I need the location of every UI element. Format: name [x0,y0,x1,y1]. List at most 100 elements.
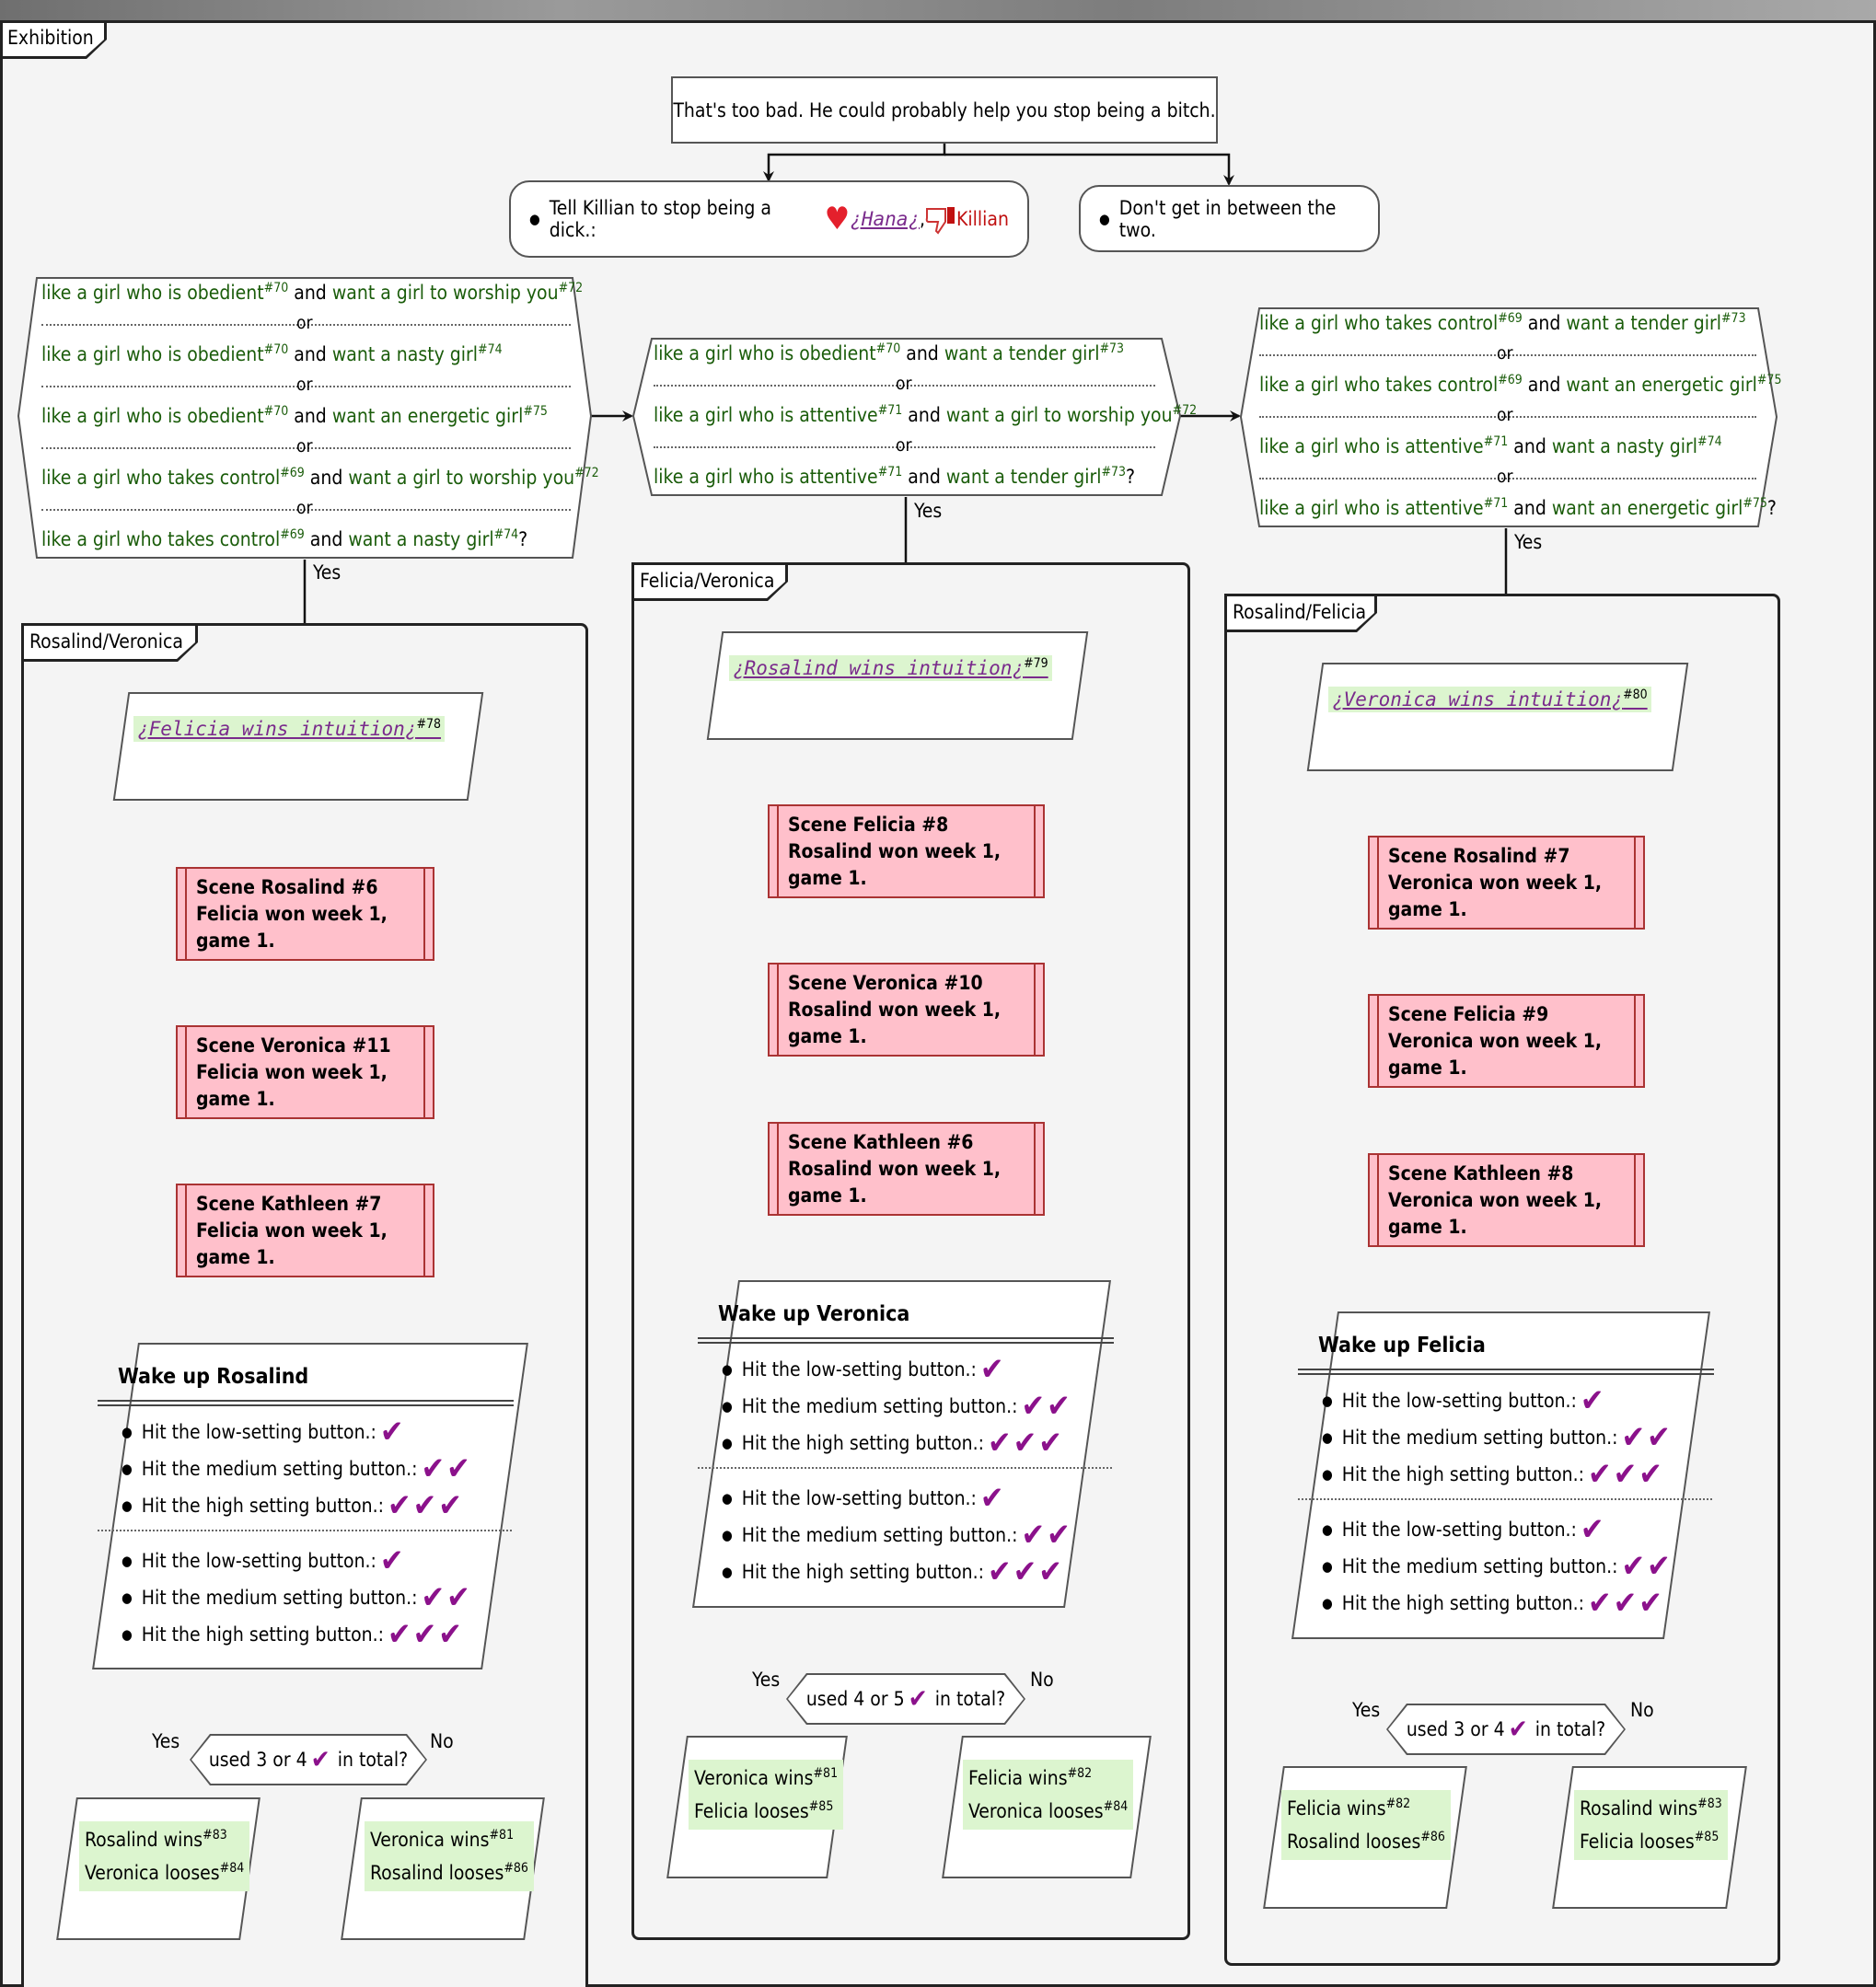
checkmark-icon: ✔✔✔ [988,1554,1064,1590]
checkmark-icon: ✔ [908,1683,930,1714]
yes-label: Yes [313,561,342,583]
checkmark-icon: ✔✔ [1021,1388,1072,1425]
button-line: Hit the low-setting button.:✔ [1322,1511,1606,1548]
choice-stop-killian[interactable]: Tell Killian to stop being a dick.: ♥ ¿H… [509,180,1029,258]
checkmark-icon: ✔✔✔ [1588,1585,1664,1622]
condition-line: like a girl who takes control#69 and wan… [41,527,528,550]
yes-label: Yes [914,500,943,522]
checkmark-icon: ✔✔✔ [388,1616,464,1653]
checkmark-icon: ✔✔✔ [1588,1456,1664,1493]
killian-label: Killian [956,208,1009,230]
intuition-box-left [112,692,484,801]
group-frame-mid [631,562,1190,1940]
bullet-icon [1099,208,1119,230]
button-line: Hit the low-setting button.:✔ [122,1542,406,1579]
checkmark-icon: ✔ [310,1744,332,1774]
intuition-mid[interactable]: ¿Rosalind wins intuition¿#79 [729,655,1052,681]
no-label: No [1630,1699,1654,1721]
checkmark-icon: ✔✔ [1621,1548,1673,1585]
choice-dont-get-between[interactable]: Don't get in between the two. [1079,185,1380,252]
condition-line: like a girl who is obedient#70 and want … [654,341,1125,364]
choice-text: Don't get in between the two. [1118,196,1337,241]
heart-icon: ♥ [824,201,851,237]
wake-content-right: Wake up Felicia Hit the low-setting butt… [1298,1311,1716,1639]
no-label: No [1030,1669,1054,1691]
checkmark-icon: ✔✔✔ [388,1487,464,1524]
checkmark-icon: ✔ [1580,1511,1606,1548]
condition-hexagon-mid [631,338,1182,496]
yes-label: Yes [1514,531,1543,553]
intuition-box-right [1306,663,1689,771]
yes-label: Yes [752,1669,781,1691]
button-line: Hit the high setting button.:✔✔✔ [1322,1456,1664,1493]
condition-line: like a girl who is attentive#71 and want… [1259,496,1777,519]
wake-title: Wake up Veronica [718,1302,910,1326]
statement-text: That's too bad. He could probably help y… [673,98,1216,121]
button-line: Hit the high setting button.:✔✔✔ [1322,1585,1664,1622]
group-tab-mid: Felicia/Veronica [634,565,785,598]
button-line: Hit the medium setting button.:✔✔ [122,1450,472,1487]
checkmark-icon: ✔✔✔ [988,1425,1064,1461]
yes-label: Yes [152,1730,180,1752]
checkmark-icon: ✔ [379,1542,406,1579]
wake-content-mid: Wake up Veronica Hit the low-setting but… [698,1280,1116,1608]
checkmark-icon: ✔ [979,1351,1006,1388]
button-line: Hit the low-setting button.:✔ [722,1351,1006,1388]
condition-line: like a girl who is obedient#70 and want … [41,342,503,365]
checkmark-icon: ✔ [1508,1714,1530,1744]
checkmark-icon: ✔ [1580,1382,1606,1419]
button-line: Hit the medium setting button.:✔✔ [722,1517,1072,1554]
bullet-icon [529,208,550,230]
checkmark-icon: ✔✔ [421,1579,472,1616]
group-tab-left: Rosalind/Veronica [24,626,195,659]
condition-group-left: like a girl who is obedient#70 and want … [41,281,599,550]
condition-line: like a girl who is attentive#71 and want… [654,465,1136,488]
condition-hexagon-left [17,277,593,559]
condition-line: like a girl who is attentive#71 and want… [1259,434,1722,457]
condition-group-right: like a girl who takes control#69 and wan… [1259,311,1782,519]
checkmark-icon: ✔ [379,1414,406,1450]
checkmark-icon: ✔✔ [1621,1419,1673,1456]
wake-title: Wake up Felicia [1318,1334,1486,1357]
choice-text: Tell Killian to stop being a dick.: [549,197,771,241]
no-label: No [430,1730,454,1752]
checkmark-icon: ✔✔ [421,1450,472,1487]
intuition-right[interactable]: ¿Veronica wins intuition¿#80 [1328,687,1651,712]
hana-link[interactable]: ¿Hana¿ [850,208,921,230]
exhibition-tab: Exhibition [3,23,104,56]
intuition-left[interactable]: ¿Felicia wins intuition¿#78 [133,716,446,742]
button-line: Hit the low-setting button.:✔ [722,1480,1006,1517]
button-line: Hit the medium setting button.:✔✔ [1322,1419,1673,1456]
condition-group-mid: like a girl who is obedient#70 and want … [654,341,1198,488]
intuition-box-mid [706,631,1089,740]
wake-title: Wake up Rosalind [118,1365,309,1389]
wake-content-left: Wake up Rosalind Hit the low-setting but… [98,1343,515,1669]
window-top-strip [0,0,1876,20]
group-tab-right: Rosalind/Felicia [1227,596,1374,630]
decision-right: used 3 or 4✔ in total? [1386,1704,1626,1755]
yes-label: Yes [1352,1699,1381,1721]
condition-line: like a girl who is obedient#70 and want … [41,281,584,304]
button-line: Hit the medium setting button.:✔✔ [722,1388,1072,1425]
condition-line: like a girl who takes control#69 and wan… [41,466,599,489]
button-line: Hit the high setting button.:✔✔✔ [122,1487,464,1524]
decision-left: used 3 or 4✔ in total? [190,1734,427,1785]
button-line: Hit the medium setting button.:✔✔ [1322,1548,1673,1585]
button-line: Hit the low-setting button.:✔ [1322,1382,1606,1419]
button-line: Hit the low-setting button.:✔ [122,1414,406,1450]
checkmark-icon: ✔ [979,1480,1006,1517]
condition-line: like a girl who is obedient#70 and want … [41,404,548,427]
checkmark-icon: ✔✔ [1021,1517,1072,1554]
